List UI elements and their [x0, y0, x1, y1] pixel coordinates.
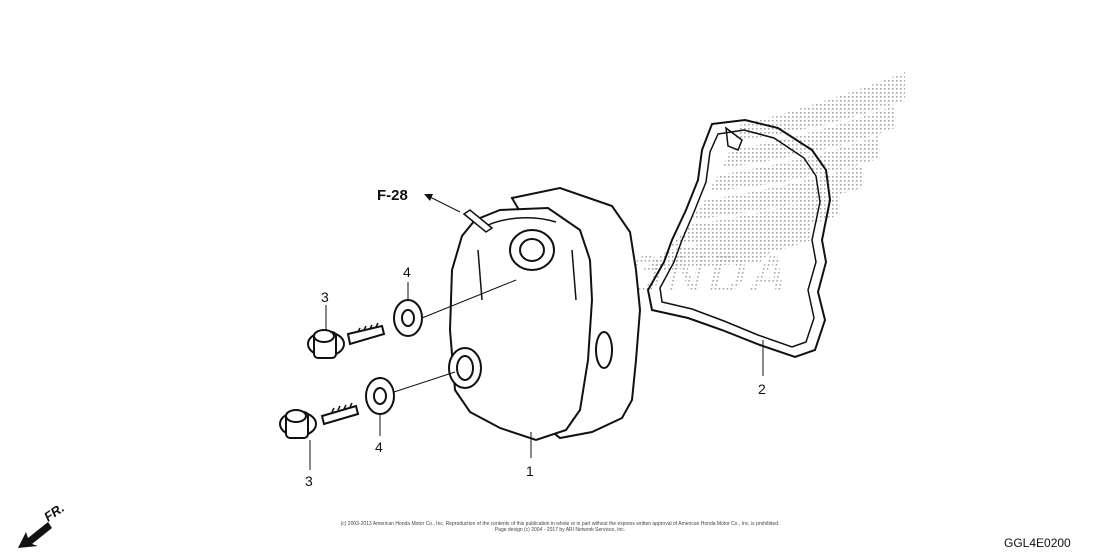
callout-3-top: 3: [321, 289, 329, 305]
front-direction-indicator: FR.: [18, 500, 67, 548]
sealing-washer-top: [393, 299, 423, 337]
callout-4-top: 4: [403, 264, 411, 280]
wing-shape: [640, 72, 905, 272]
front-arrow-icon: [18, 522, 52, 548]
ref-arrowhead: [424, 194, 433, 201]
diagram-code: GGL4E0200: [1004, 536, 1071, 550]
copyright-line-1: (c) 2003-2013 American Honda Motor Co., …: [340, 521, 780, 527]
cover-upper-port-inner: [519, 238, 545, 262]
reference-label: F-28: [377, 187, 408, 204]
front-label: FR.: [41, 500, 67, 524]
leader-lines: [309, 196, 764, 470]
gasket-outer: [646, 118, 832, 359]
callout-1: 1: [526, 463, 534, 479]
bolt-top: [307, 322, 386, 359]
cover-body: [448, 206, 594, 442]
cylinder-head-cover: [448, 186, 642, 442]
cover-lower-port-inner: [456, 355, 474, 381]
leader-ref-arrow: [429, 196, 461, 213]
cover-breather-pipe: [462, 209, 494, 233]
leader-washer-bottom-to-port: [393, 371, 456, 393]
leader-washer-top-to-port: [421, 279, 517, 319]
callout-2: 2: [758, 381, 766, 397]
callout-4-bottom: 4: [375, 439, 383, 455]
cover-side-boss: [595, 331, 613, 369]
copyright-notice: (c) 2003-2013 American Honda Motor Co., …: [300, 521, 820, 533]
head-cover-gasket: [646, 118, 832, 359]
sealing-washer-bottom: [365, 377, 395, 415]
bolt-bottom: [279, 402, 360, 439]
copyright-line-2: Page design (c) 2004 - 2017 by ARI Netwo…: [494, 527, 626, 533]
gasket-inner: [659, 129, 821, 348]
gasket-tab: [725, 126, 743, 151]
callout-3-bottom: 3: [305, 473, 313, 489]
